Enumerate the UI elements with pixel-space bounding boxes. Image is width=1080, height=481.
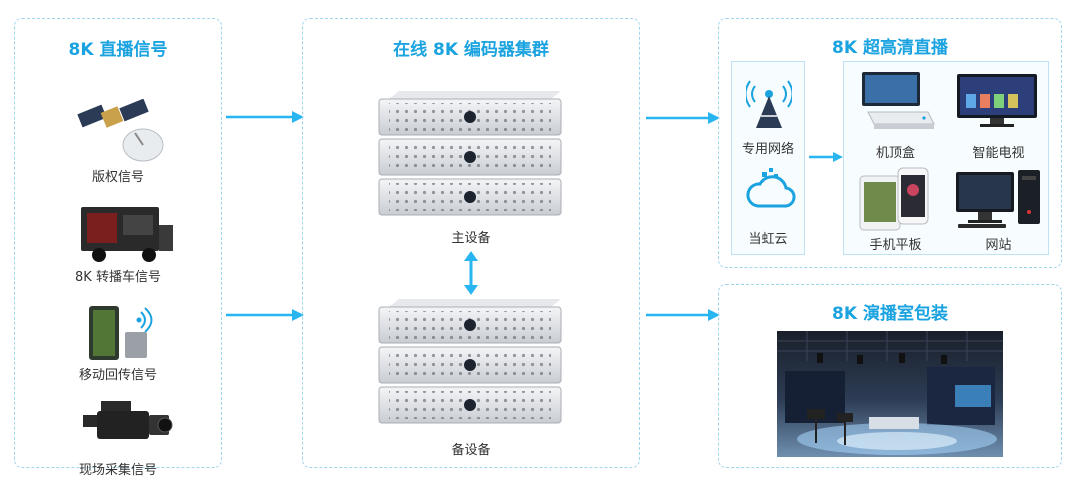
live-signal-title: 8K 直播信号 <box>68 40 168 60</box>
terminal-label-mobile: 手机平板 <box>869 238 922 253</box>
phone-tablet-icon <box>859 167 929 231</box>
studio-packaging-panel: 8K 演播室包装 <box>718 284 1062 468</box>
arrow-left-to-center-bottom <box>226 309 304 321</box>
network-column: 专用网络 当虹云 <box>731 61 805 255</box>
terminal-label-tv: 智能电视 <box>972 146 1025 161</box>
mobile-backpack-icon <box>89 306 153 360</box>
studio-photo <box>777 331 1003 457</box>
signal-label-ob-truck: 8K 转播车信号 <box>75 270 161 285</box>
video-camera-icon <box>83 401 173 439</box>
signal-tower-icon <box>746 80 792 128</box>
terminals-grid: 机顶盒 智能电视 手机平板 <box>843 61 1049 255</box>
arrow-left-to-center-top <box>226 111 304 123</box>
arrow-network-to-terminals <box>809 152 843 162</box>
backup-device-label: 备设备 <box>451 443 491 458</box>
satellite-icon <box>77 99 164 162</box>
network-label-private: 专用网络 <box>741 142 794 157</box>
network-label-cloud: 当虹云 <box>748 232 788 247</box>
studio-packaging-title: 8K 演播室包装 <box>832 304 948 324</box>
signal-label-onsite: 现场采集信号 <box>78 463 157 478</box>
signal-label-copyright: 版权信号 <box>91 170 144 185</box>
broadcast-truck-icon <box>81 207 173 262</box>
desktop-pc-icon <box>956 170 1040 228</box>
terminal-label-website: 网站 <box>985 238 1012 253</box>
arrow-center-to-live <box>646 112 720 124</box>
arrow-center-to-studio <box>646 309 720 321</box>
uhd-live-panel: 8K 超高清直播 专用网络 当虹云 机顶盒 <box>718 18 1062 268</box>
cloud-icon <box>746 168 796 208</box>
set-top-box-icon <box>862 72 935 129</box>
terminal-label-stb: 机顶盒 <box>875 146 915 161</box>
encoder-cluster-panel: 在线 8K 编码器集群 主设备 <box>302 18 640 468</box>
uhd-live-title: 8K 超高清直播 <box>832 38 948 58</box>
smart-tv-icon <box>957 74 1037 127</box>
encoder-cluster-title: 在线 8K 编码器集群 <box>393 40 549 60</box>
live-signal-panel: 8K 直播信号 版权信号 8K 转播车信号 移动回传信号 现场采集信号 <box>14 18 222 478</box>
failover-arrow <box>464 251 478 295</box>
signal-label-mobile: 移动回传信号 <box>78 368 157 383</box>
backup-encoder-stack <box>378 299 562 424</box>
primary-encoder-stack <box>378 91 562 216</box>
primary-device-label: 主设备 <box>451 231 491 246</box>
